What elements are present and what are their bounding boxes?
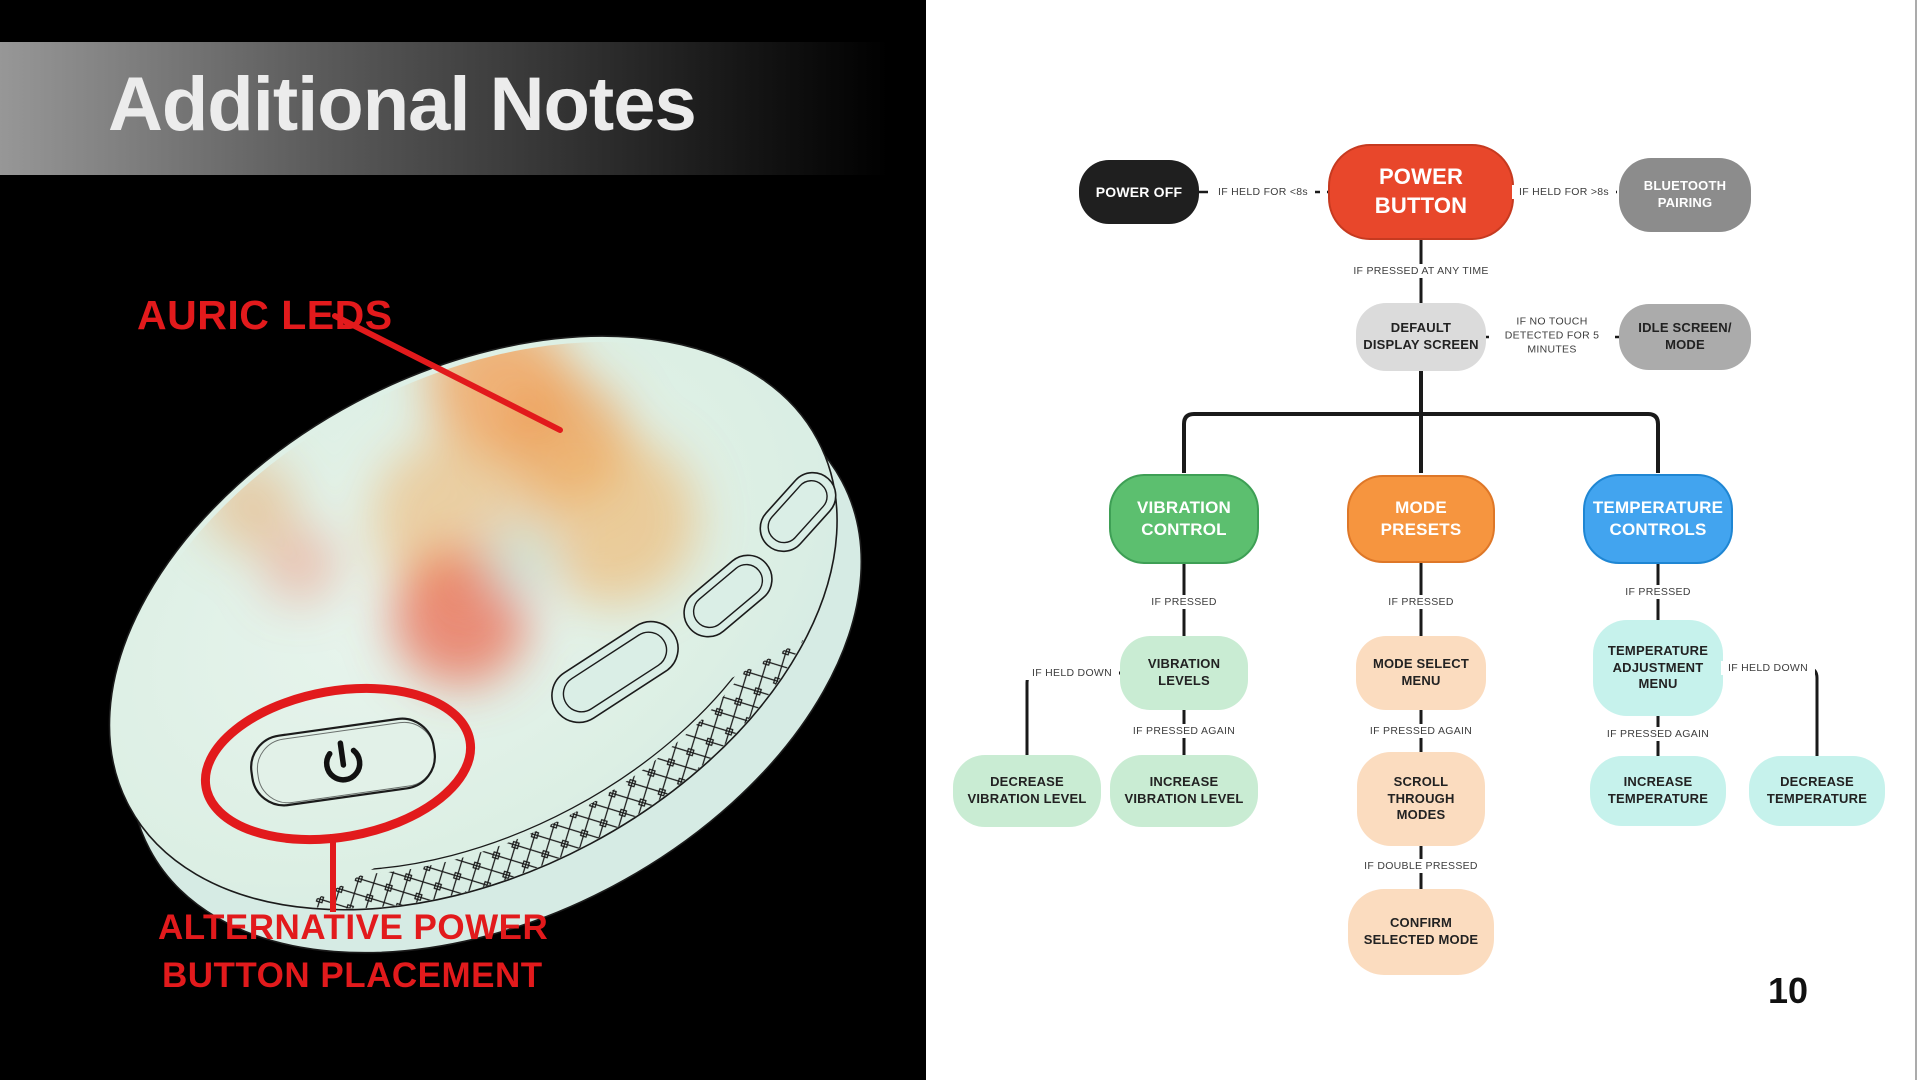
edge-label-pressed-again-temperature: IF PRESSED AGAIN (1599, 727, 1717, 741)
edge-label-double-pressed: IF DOUBLE PRESSED (1357, 859, 1485, 873)
edge-label-pressed-mode: IF PRESSED (1381, 595, 1461, 609)
edge-label-pressed-vibration: IF PRESSED (1144, 595, 1224, 609)
edge-label-pressed-temperature: IF PRESSED (1618, 585, 1698, 599)
left-panel: Additional Notes (0, 0, 926, 1080)
auric-leds-label: AURIC LEDS (137, 292, 393, 338)
edge-label-held-gt8: IF HELD FOR >8s (1512, 185, 1616, 199)
flow-node-scroll-through-modes: SCROLL THROUGH MODES (1357, 752, 1485, 846)
flow-node-vibration-levels: VIBRATION LEVELS (1120, 636, 1248, 710)
flow-node-bluetooth-pairing: BLUETOOTH PAIRING (1619, 158, 1751, 232)
edge-label-pressed-any-time: IF PRESSED AT ANY TIME (1346, 264, 1496, 278)
flow-node-default-display-screen: DEFAULT DISPLAY SCREEN (1356, 303, 1486, 371)
edge-label-held-down-left: IF HELD DOWN (1024, 666, 1120, 680)
side-button-small (759, 471, 837, 553)
flow-node-decrease-vibration-level: DECREASE VIBRATION LEVEL (953, 755, 1101, 827)
side-button-large (551, 620, 679, 724)
edge-label-held-down-right: IF HELD DOWN (1720, 661, 1816, 675)
title-gradient-bar (0, 42, 926, 175)
page-number: 10 (1768, 970, 1809, 1011)
flow-node-vibration-control: VIBRATION CONTROL (1109, 474, 1259, 564)
side-button-medium (683, 554, 773, 638)
flow-node-confirm-selected-mode: CONFIRM SELECTED MODE (1348, 889, 1494, 975)
flow-node-increase-temperature: INCREASE TEMPERATURE (1590, 756, 1726, 826)
flow-node-mode-presets: MODE PRESETS (1347, 475, 1495, 563)
edge-label-pressed-again-vibration: IF PRESSED AGAIN (1125, 724, 1243, 738)
flow-node-power-off: POWER OFF (1079, 160, 1199, 224)
edge-label-no-touch: IF NO TOUCH DETECTED FOR 5 MINUTES (1489, 313, 1615, 359)
device-illustration (108, 313, 863, 954)
flow-node-mode-select-menu: MODE SELECT MENU (1356, 636, 1486, 710)
flow-node-decrease-temperature: DECREASE TEMPERATURE (1749, 756, 1885, 826)
crosshatch-rim-band (208, 589, 835, 909)
flow-node-temperature-controls: TEMPERATURE CONTROLS (1583, 474, 1733, 564)
flow-node-idle-screen-mode: IDLE SCREEN/ MODE (1619, 304, 1751, 370)
flow-node-temperature-adjustment-menu: TEMPERATURE ADJUSTMENT MENU (1593, 620, 1723, 716)
red-callout-ellipse (200, 683, 476, 845)
edge-label-held-lt8: IF HELD FOR <8s (1211, 185, 1315, 199)
flow-node-power-button: POWER BUTTON (1328, 144, 1514, 240)
page-title: Additional Notes (108, 62, 697, 147)
alt-power-label-line2: BUTTON PLACEMENT (162, 956, 543, 995)
alt-power-label-line1: ALTERNATIVE POWER (158, 908, 549, 947)
flow-node-increase-vibration-level: INCREASE VIBRATION LEVEL (1110, 755, 1258, 827)
slide-right-edge-line (1915, 0, 1917, 1080)
edge-label-pressed-again-mode: IF PRESSED AGAIN (1362, 724, 1480, 738)
auric-leds-pointer-line (332, 313, 563, 433)
power-button-illustration (250, 717, 436, 807)
power-icon (323, 740, 363, 783)
